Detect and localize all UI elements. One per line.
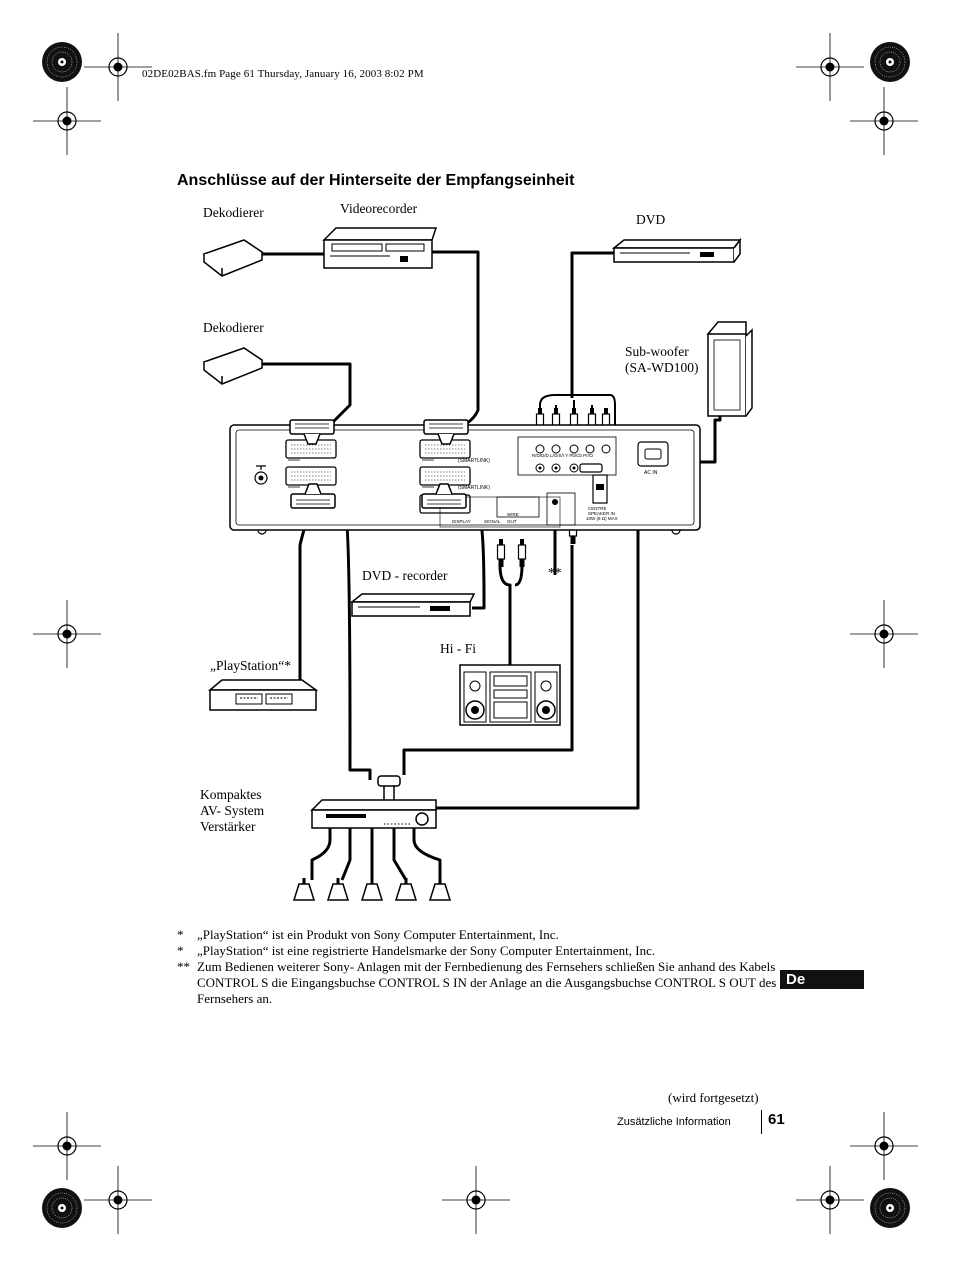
videorecorder-device bbox=[322, 227, 438, 269]
dvd-recorder-label: DVD - recorder bbox=[362, 568, 448, 583]
color-wheel-icon bbox=[41, 41, 911, 1229]
centre-label-3: 10W (8 Ω) MAX bbox=[586, 516, 618, 521]
page-number: 61 bbox=[768, 1111, 785, 1128]
centre-label-2: SPEAKER IN bbox=[588, 511, 616, 516]
videorecorder-label: Videorecorder bbox=[340, 201, 418, 216]
decoder-label-2: Dekodierer bbox=[203, 320, 264, 335]
av-system-label-line1: Kompaktes bbox=[200, 787, 262, 802]
aerial-icon bbox=[254, 465, 268, 485]
section-title: Anschlüsse auf der Hinterseite der Empfa… bbox=[177, 172, 575, 189]
speaker-icon bbox=[292, 876, 452, 902]
decoder-device-2 bbox=[202, 347, 264, 385]
footnote-text: „PlayStation“ ist eine registrierte Hand… bbox=[197, 943, 656, 958]
subwoofer-device bbox=[706, 321, 753, 417]
av-amplifier-device bbox=[310, 775, 437, 829]
hifi-device bbox=[459, 664, 561, 726]
wire-label: WIRE bbox=[507, 512, 519, 517]
component-input-label: R/D/D/D L/G/S/I Y Pb/Cb Pr/Cr bbox=[532, 453, 594, 458]
display-label: DISPLAY bbox=[452, 519, 471, 524]
subwoofer-label-line1: Sub-woofer bbox=[625, 344, 689, 359]
registration-mark-icon bbox=[32, 32, 919, 1235]
ac-in-label: AC IN bbox=[644, 470, 658, 476]
footnote-text: Zum Bedienen weiterer Sony- Anlagen mit … bbox=[197, 959, 777, 1006]
av-system-label-line3: Verstärker bbox=[200, 819, 256, 834]
decoder-label-1: Dekodierer bbox=[203, 205, 264, 220]
double-asterisk-label: ** bbox=[548, 565, 562, 580]
hifi-label: Hi - Fi bbox=[440, 641, 477, 656]
file-info-header: 02DE02BAS.fm Page 61 Thursday, January 1… bbox=[142, 68, 424, 80]
footnote-text: „PlayStation“ ist ein Produkt von Sony C… bbox=[197, 927, 559, 942]
dvd-label: DVD bbox=[636, 212, 666, 227]
footnote-mark: * bbox=[177, 943, 184, 958]
subwoofer-label-line2: (SA-WD100) bbox=[625, 360, 699, 375]
signal-label: SIGNAL bbox=[484, 519, 501, 524]
footnote-mark: * bbox=[177, 927, 184, 942]
dvd-player-device bbox=[611, 237, 742, 263]
decoder-device-1 bbox=[202, 239, 264, 277]
page-number-divider bbox=[761, 1110, 762, 1134]
playstation-device bbox=[207, 679, 319, 711]
footer-section-name: Zusätzliche Information bbox=[617, 1116, 731, 1128]
tv-rear-panel bbox=[229, 424, 701, 535]
out-label: OUT bbox=[507, 519, 517, 524]
smartlink-label-1: (SMARTLINK) bbox=[458, 458, 490, 464]
language-tab: De bbox=[780, 970, 864, 989]
continued-note: (wird fortgesetzt) bbox=[668, 1090, 759, 1105]
centre-label-1: CENTRE bbox=[588, 506, 607, 511]
av-system-label-line2: AV- System bbox=[200, 803, 265, 818]
footnote-mark: ** bbox=[177, 959, 190, 974]
smartlink-label-2: (SMARTLINK) bbox=[458, 485, 490, 491]
dvd-recorder-device bbox=[349, 593, 476, 617]
playstation-label: „PlayStation“* bbox=[210, 658, 291, 673]
